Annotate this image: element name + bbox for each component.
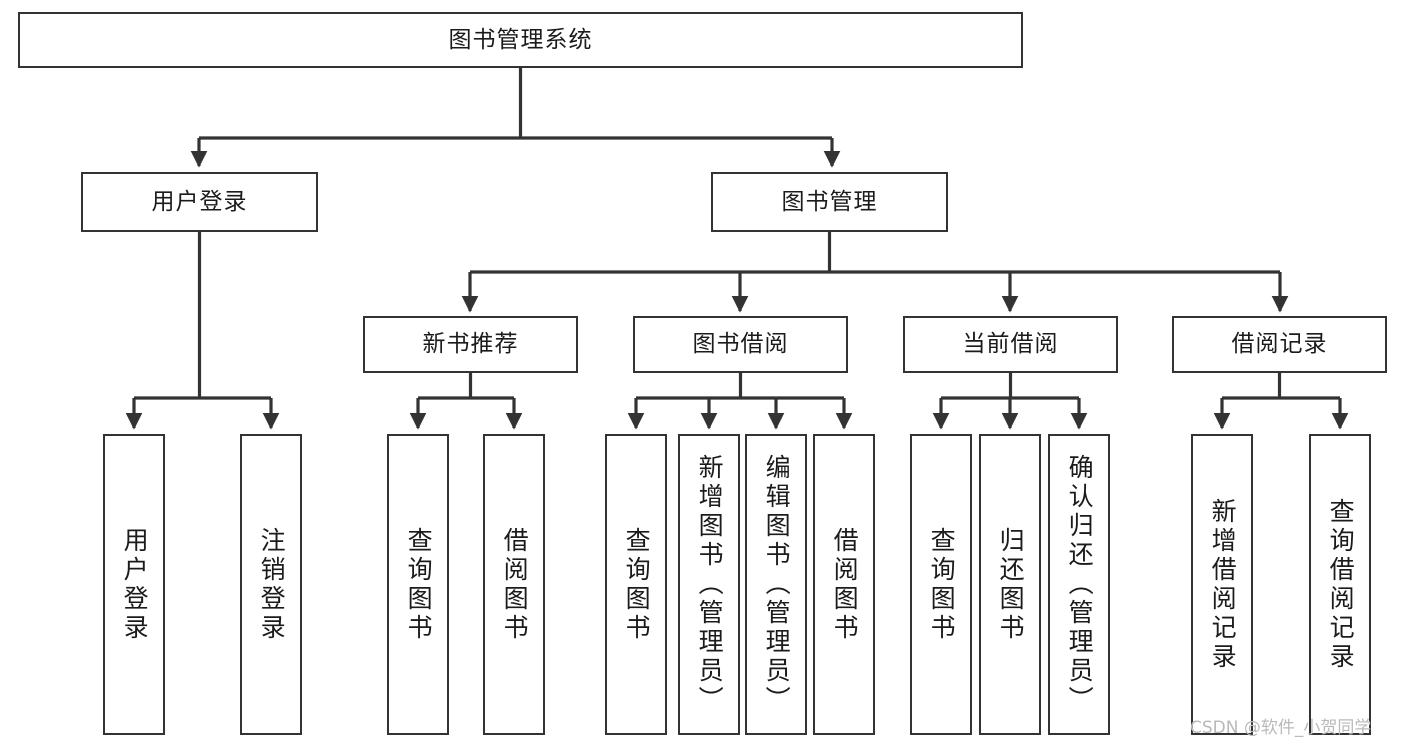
node-root-book-management-system[interactable]: 图书管理系统 [18, 12, 1023, 68]
leaf-borrow-record-add[interactable]: 新增借阅记录 [1191, 434, 1253, 735]
node-label: 图书借阅 [692, 331, 789, 358]
leaf-book-borrow-add-admin[interactable]: 新增图书（管理员） [678, 434, 740, 735]
node-label: 新增借阅记录 [1208, 497, 1238, 672]
csdn-watermark: CSDN @软件_小贺同学 [1190, 718, 1372, 738]
node-borrow-record[interactable]: 借阅记录 [1172, 316, 1387, 373]
leaf-new-book-query[interactable]: 查询图书 [387, 434, 449, 735]
node-label: 编辑图书（管理员） [762, 454, 792, 715]
leaf-book-borrow-edit-admin[interactable]: 编辑图书（管理员） [745, 434, 807, 735]
leaf-book-borrow-query[interactable]: 查询图书 [605, 434, 667, 735]
leaf-user-login-logout[interactable]: 注销登录 [240, 434, 302, 735]
node-label: 确认归还（管理员） [1065, 454, 1095, 715]
node-label: 图书管理系统 [448, 26, 593, 53]
leaf-current-borrow-return[interactable]: 归还图书 [979, 434, 1041, 735]
node-label: 归还图书 [996, 526, 1026, 643]
node-label: 新增图书（管理员） [695, 454, 725, 715]
node-label: 借阅图书 [500, 526, 530, 643]
node-label: 用户登录 [151, 188, 248, 215]
node-user-login[interactable]: 用户登录 [81, 172, 318, 232]
leaf-borrow-record-query[interactable]: 查询借阅记录 [1309, 434, 1371, 735]
leaf-current-borrow-query[interactable]: 查询图书 [910, 434, 972, 735]
node-label: 查询图书 [622, 526, 652, 643]
node-label: 图书管理 [781, 188, 878, 215]
node-label: 查询图书 [927, 526, 957, 643]
node-current-borrow[interactable]: 当前借阅 [903, 316, 1118, 373]
node-label: 查询借阅记录 [1326, 497, 1356, 672]
node-label: 注销登录 [257, 526, 287, 643]
leaf-current-borrow-confirm-return-admin[interactable]: 确认归还（管理员） [1048, 434, 1110, 735]
node-label: 借阅图书 [830, 526, 860, 643]
node-label: 借阅记录 [1231, 331, 1328, 358]
node-label: 用户登录 [120, 526, 150, 643]
node-label: 新书推荐 [422, 331, 519, 358]
leaf-user-login-login[interactable]: 用户登录 [103, 434, 165, 735]
node-book-borrow[interactable]: 图书借阅 [633, 316, 848, 373]
leaf-new-book-borrow[interactable]: 借阅图书 [483, 434, 545, 735]
node-new-book-recommend[interactable]: 新书推荐 [363, 316, 578, 373]
node-label: 查询图书 [404, 526, 434, 643]
node-label: 当前借阅 [962, 331, 1059, 358]
node-book-management[interactable]: 图书管理 [711, 172, 948, 232]
leaf-book-borrow-borrow[interactable]: 借阅图书 [813, 434, 875, 735]
